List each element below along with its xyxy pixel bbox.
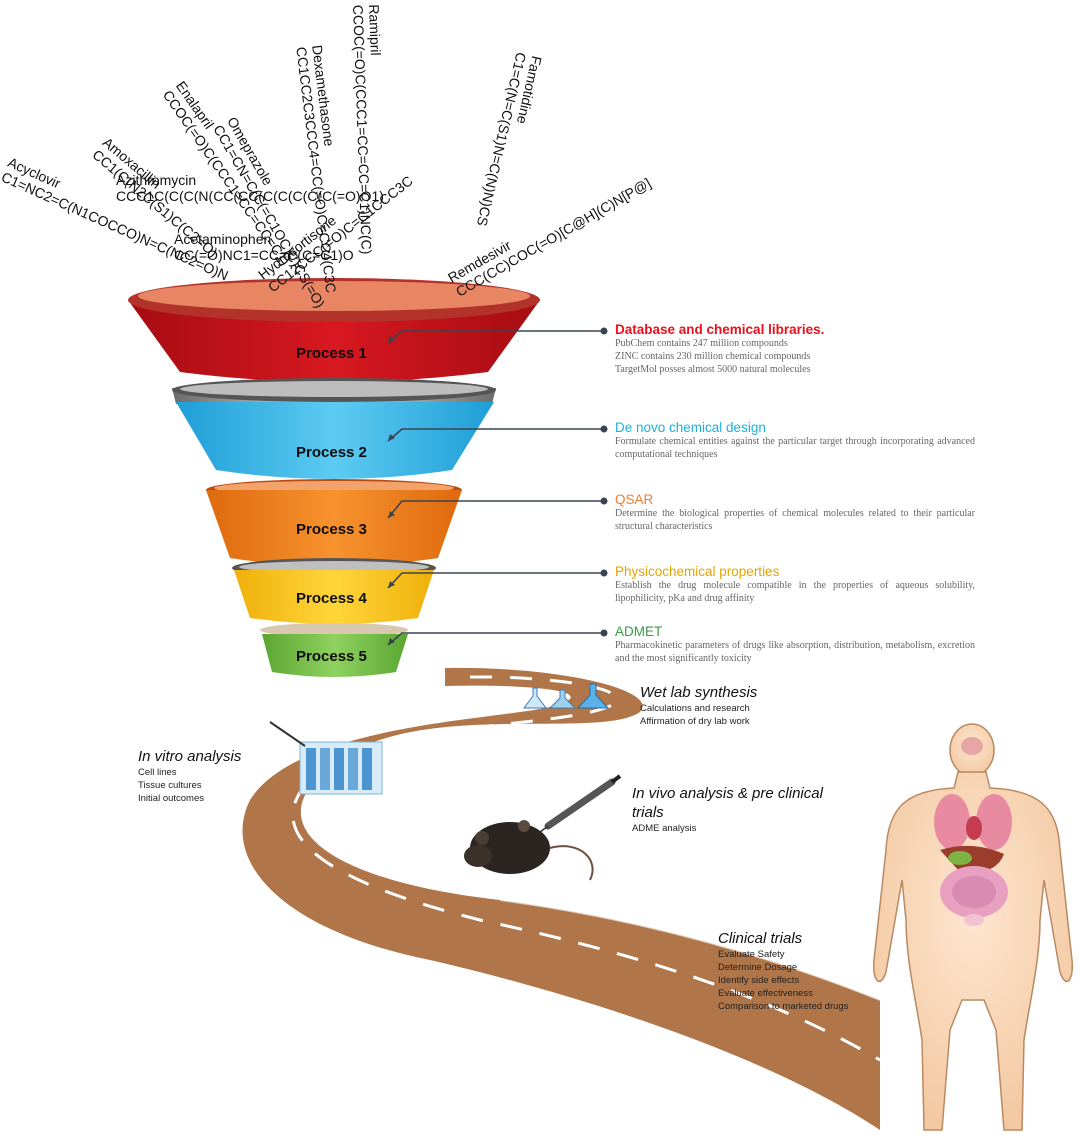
stage-item: Identify side effects	[718, 975, 800, 986]
human-body-icon	[872, 723, 1074, 1131]
organs	[934, 737, 1012, 926]
process-detail: Determine the biological properties of c…	[615, 508, 975, 532]
stage-item: Calculations and research	[640, 703, 750, 714]
syringe-icon	[534, 774, 622, 837]
process-detail: Pharmacokinetic parameters of drugs like…	[615, 640, 975, 664]
connector-dot	[600, 629, 608, 637]
connector-arrow	[388, 434, 395, 441]
connector-line	[387, 632, 604, 646]
process-description: Database and chemical libraries.PubChem …	[615, 322, 975, 376]
connector-arrow	[388, 638, 395, 645]
drug-smiles: CC(=O)NC1=CC=C(C=C1)O	[174, 247, 354, 263]
stage-item: ADME analysis	[632, 823, 697, 834]
process-label: Process 1	[296, 345, 367, 362]
process-label: Process 3	[296, 521, 367, 538]
drug-name: Azithromycin	[116, 172, 197, 188]
drug-name: Acetaminophen	[174, 231, 272, 247]
process-detail: PubChem contains 247 million compounds	[615, 338, 788, 349]
process-label: Process 5	[296, 648, 367, 665]
process-detail: Establish the drug molecule compatible i…	[615, 580, 975, 604]
stage-item: Tissue cultures	[138, 780, 202, 791]
process-label: Process 4	[296, 590, 367, 607]
stage-item: Cell lines	[138, 767, 177, 778]
process-detail: TargetMol posses almost 5000 natural mol…	[615, 364, 811, 375]
process-detail: Formulate chemical entities against the …	[615, 436, 975, 460]
connector-dot	[600, 425, 608, 433]
connector-arrow	[388, 336, 395, 343]
stage-title: In vitro analysis	[138, 748, 242, 765]
stage-item: Evaluate Safety	[718, 949, 785, 960]
process-title: ADMET	[615, 624, 663, 639]
stage-item: Comparison to marketed drugs	[718, 1001, 849, 1012]
stage-item: Evaluate effectiveness	[718, 988, 813, 999]
funnel	[128, 278, 540, 677]
connector-lines	[387, 327, 608, 646]
stage-item: Determine Dosage	[718, 962, 798, 973]
process-title: Physicochemical properties	[615, 564, 780, 579]
process-title: Database and chemical libraries.	[615, 322, 825, 337]
process-title: De novo chemical design	[615, 420, 766, 435]
cell-plate-icon	[269, 721, 383, 795]
stage-item: Affirmation of dry lab work	[640, 716, 750, 727]
process-detail: ZINC contains 230 million chemical compo…	[615, 351, 811, 362]
stage-title: Wet lab synthesis	[640, 684, 758, 701]
mouse-icon	[464, 820, 594, 881]
connector-line	[387, 500, 604, 519]
road	[242, 667, 881, 1130]
flask-icon	[523, 683, 610, 709]
connector-dot	[600, 327, 608, 335]
stage-item: Initial outcomes	[138, 793, 205, 804]
process-title: QSAR	[615, 492, 654, 507]
connector-arrow	[388, 511, 395, 518]
connector-line	[387, 572, 604, 589]
connector-arrow	[388, 581, 395, 588]
connector-dot	[600, 569, 608, 577]
connector-dot	[600, 497, 608, 505]
stage-title: In vivo analysis & pre clinical trials	[632, 785, 823, 821]
stage-title: Clinical trials	[718, 930, 803, 947]
process-label: Process 2	[296, 444, 367, 461]
drug-smiles: CCC1C(C(C(N(CC(CC(C(C(C(C(C(=O)O1)	[116, 188, 384, 204]
